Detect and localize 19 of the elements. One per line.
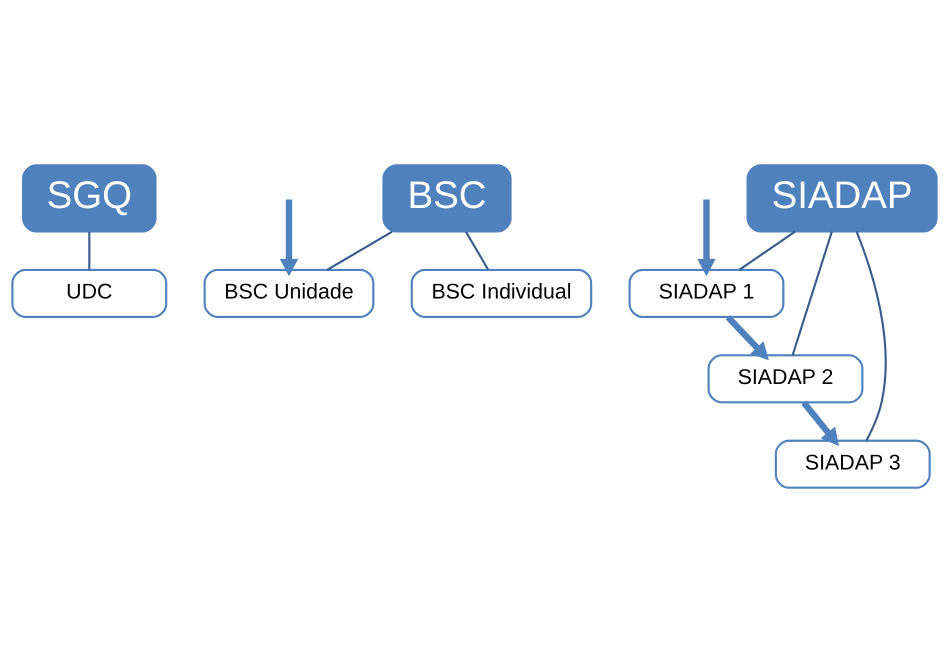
node-box: UDC (11, 268, 168, 318)
node-box: BSC (382, 164, 512, 233)
arrow (697, 200, 716, 276)
node-box: SGQ (22, 164, 157, 233)
node-box: SIADAP (746, 164, 938, 233)
connector (465, 231, 490, 270)
node-box: SIADAP 2 (708, 354, 864, 404)
node-box: SIADAP 1 (628, 268, 784, 318)
node-box: BSC Unidade (204, 268, 374, 318)
connector (856, 231, 887, 442)
arrow (801, 400, 839, 446)
connector (88, 232, 90, 270)
connector (792, 231, 833, 356)
arrow (280, 200, 298, 276)
node-box: BSC Individual (410, 268, 592, 318)
node-box: SIADAP 3 (774, 440, 931, 489)
arrow (726, 315, 769, 360)
connector (738, 230, 796, 271)
connector (326, 230, 393, 271)
